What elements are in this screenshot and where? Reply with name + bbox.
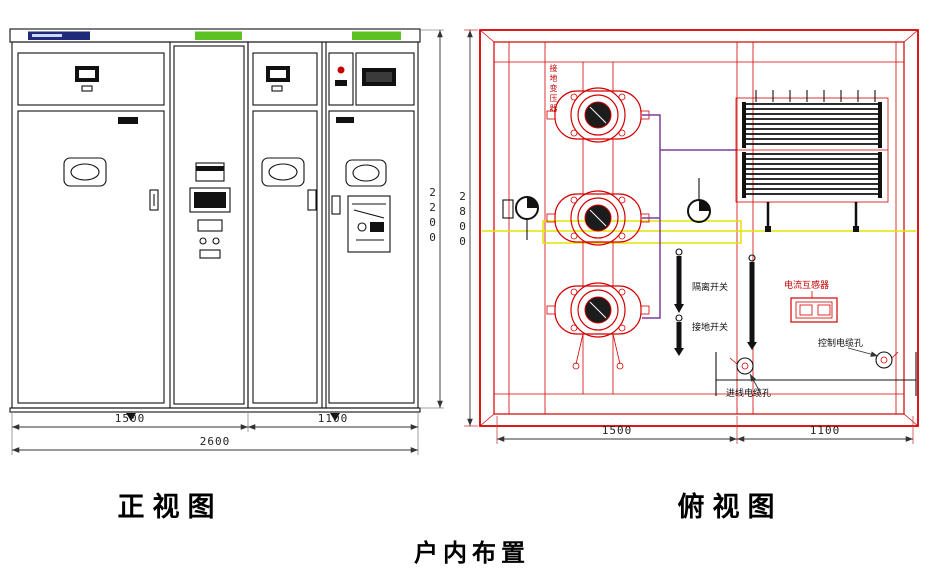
top-dim-depth: 2800 (456, 190, 469, 250)
operating-mechanism-left (502, 196, 539, 240)
front-dim-height: 2200 (426, 186, 439, 246)
cabinet-panel-4 (328, 52, 415, 404)
operating-mechanism-right (687, 178, 711, 223)
top-dim-right: 1100 (809, 424, 841, 437)
coil-unit-1 (546, 87, 650, 143)
incoming-hole-label: 进线电缆孔 (726, 388, 772, 398)
disconnector-symbol (674, 248, 684, 313)
page-caption: 户内布置 (414, 541, 530, 567)
mimic-diagram-window (347, 195, 391, 253)
cable-route (642, 114, 737, 319)
cabinet-panel-3 (252, 52, 318, 404)
front-view-drawing (9, 28, 421, 421)
front-view-title: 正视图 (117, 492, 223, 522)
cabinet-left-group (11, 41, 249, 409)
front-dim-left: 1500 (114, 412, 146, 425)
coil-connectors (572, 62, 624, 394)
base-anchor-mark (330, 413, 340, 421)
control-hole-label: 控制电缆孔 (818, 338, 864, 348)
earth-switch-label: 接地开关 (692, 322, 729, 332)
front-dim-right: 1100 (317, 412, 349, 425)
coil-unit-3 (546, 282, 650, 338)
current-transformer-symbol (790, 291, 838, 323)
front-dim-total: 2600 (199, 435, 231, 448)
front-view-dimensions (11, 29, 444, 455)
resistor-grid (735, 90, 889, 232)
coil-unit-2 (546, 190, 650, 246)
ct-label: 电流互感器 (784, 280, 830, 290)
disconnector-label: 隔离开关 (692, 282, 729, 292)
green-indicator-bar (352, 31, 401, 40)
cabinet-right-group (247, 41, 419, 409)
base-anchor-mark (126, 413, 136, 421)
coil-label: 接地变压器 (549, 64, 558, 114)
top-view-drawing (479, 29, 919, 427)
green-indicator-bar (195, 31, 242, 40)
top-dim-left: 1500 (601, 424, 633, 437)
earth-switch-symbol (674, 254, 757, 356)
top-view-dimensions (464, 29, 914, 444)
cabinet-panel-2 (173, 45, 245, 405)
cabinet-panel-1 (17, 52, 165, 404)
indicator-lamp (337, 66, 345, 74)
top-view-title: 俯视图 (677, 492, 783, 522)
cable-hole-area (715, 347, 917, 396)
